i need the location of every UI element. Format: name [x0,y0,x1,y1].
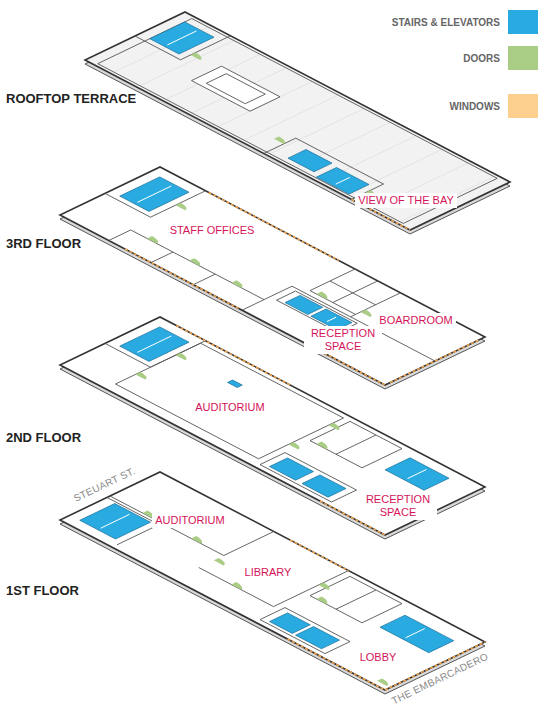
room-area: LIBRARY [242,565,295,580]
plan-stroke-shape [319,583,334,591]
paver-shape [114,27,494,222]
legend-text: DOORS [463,53,500,64]
floor-heading: ROOFTOP TERRACE [6,91,136,106]
plan-stroke-shape [329,423,344,431]
plan-stroke-shape [231,582,246,590]
tread-shape [137,336,171,352]
stair-shape [270,458,314,480]
plan-stroke-shape [317,597,332,605]
stair-shape [270,613,311,634]
room-label: AUDITORIUM [155,514,224,527]
stair-shape [228,380,243,388]
roofplate-shape [85,12,510,230]
legend-text: STAIRS & ELEVATORS [392,17,500,28]
tread-shape [336,177,350,184]
first-floor-plan [56,472,489,694]
stair-shape [302,475,346,497]
plan-stroke-shape [189,258,204,266]
plan-stroke-shape [232,280,247,288]
room-label: RECEPTION SPACE [362,493,434,519]
tread-shape [167,31,196,45]
stair-shape [150,22,214,54]
stair-shape [288,150,332,172]
room-label: BOARDROOM [379,314,452,327]
legend-text: WINDOWS [449,101,500,112]
room-label: VIEW OF THE BAY [358,194,454,207]
room-area: VIEW OF THE BAY [355,193,457,208]
plan-stroke-shape [191,53,206,61]
plan-stroke-shape [136,372,151,380]
plan-stroke-shape [317,292,332,300]
street-name: THE EMBARCADERO [390,650,490,706]
stair-shape [380,615,454,653]
stair-shape [317,167,370,194]
room-label: RECEPTION SPACE [307,327,379,353]
floor-heading: 2ND FLOOR [6,430,81,445]
room-area: AUDITORIUM [152,513,227,528]
floor-heading: 3RD FLOOR [6,236,81,251]
roof-plan [81,12,514,234]
legend-swatch [508,10,538,34]
stair-shape [296,627,340,649]
stair-shape [80,504,151,540]
wall-shape [98,19,498,224]
room-label: LIBRARY [245,566,292,579]
legend-swatch [508,46,538,70]
stair-shape [385,458,449,490]
plan-stroke-shape [317,442,332,450]
floor-heading: 1ST FLOOR [6,583,79,598]
stair-shape [285,295,323,314]
plan-stroke-shape [361,310,376,318]
wall-shape [85,12,452,199]
plan-stroke-shape [191,536,206,544]
win-shape [190,540,485,690]
tread-shape [101,514,130,528]
room-area: RECEPTION SPACE [359,492,437,520]
room-label: LOBBY [360,651,397,664]
tread-shape [137,186,171,202]
room-shape [192,66,281,111]
legend-swatch [508,94,538,118]
room-area: STAFF OFFICES [167,223,258,238]
plan-stroke-shape [289,442,304,450]
room-area: LOBBY [357,650,400,665]
plan-stroke-shape [214,558,229,566]
tread-shape [408,469,427,478]
tread-shape [327,317,336,321]
plan-stroke-shape [176,203,191,211]
plan-stroke-shape [147,236,162,244]
plate-shape [60,472,485,690]
wall-shape [206,74,265,104]
plan-stroke-shape [176,353,191,361]
room-area: RECEPTION SPACE [304,326,382,354]
room-label: STAFF OFFICES [170,224,255,237]
tread-shape [406,629,425,638]
room-area: BOARDROOM [376,313,455,328]
room-area: AUDITORIUM [192,400,267,415]
plan-stroke-shape [274,136,289,144]
plan-stroke-shape [377,678,392,686]
room-label: AUDITORIUM [195,401,264,414]
street-name: STEUART ST. [71,465,136,504]
